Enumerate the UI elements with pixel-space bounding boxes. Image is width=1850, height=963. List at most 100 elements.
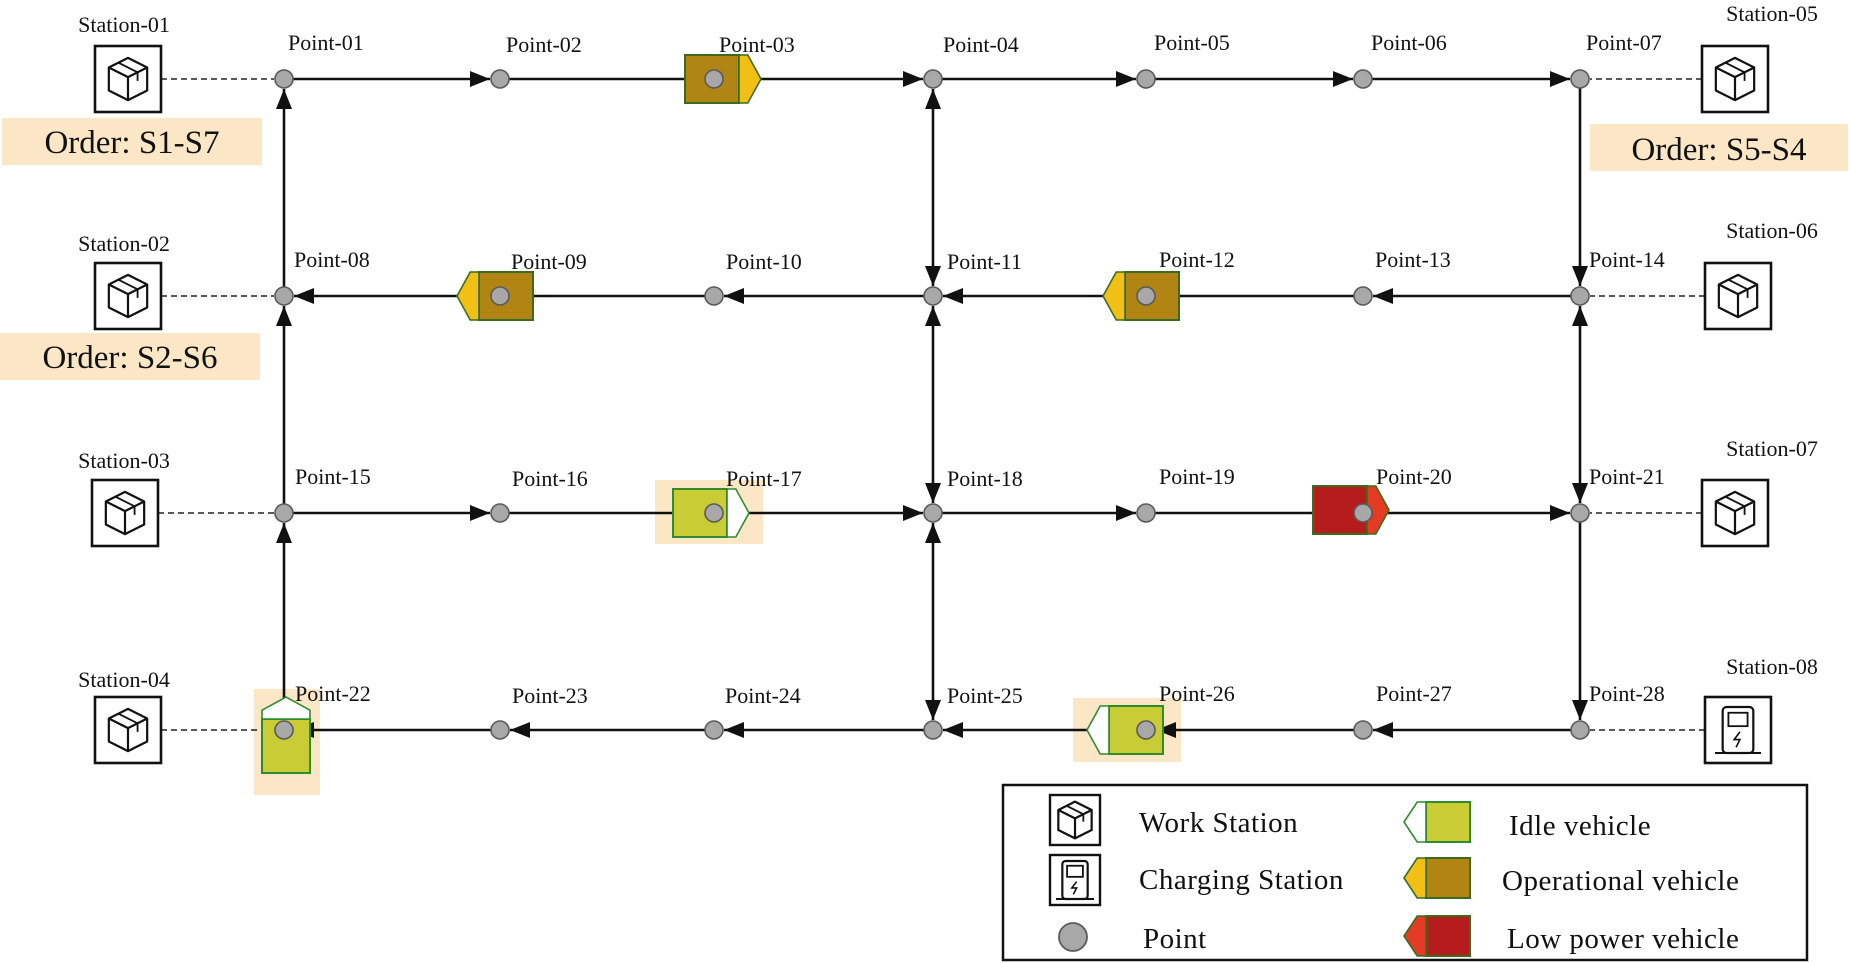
low-power-vehicle	[1403, 915, 1471, 957]
station-label: Station-05	[1726, 1, 1818, 26]
point-node	[490, 503, 510, 523]
legend-point: Point	[1143, 923, 1207, 955]
order-text: Order: S1-S7	[44, 125, 219, 161]
work-station: Station-06	[1703, 218, 1818, 331]
station-connector-layer	[158, 78, 1705, 731]
legend-point-icon	[1058, 922, 1088, 952]
vehicle-layer	[261, 54, 1390, 774]
station-label: Station-02	[78, 231, 170, 256]
work-station: Station-02	[78, 231, 170, 331]
charging-station: Station-08	[1703, 654, 1818, 765]
point-label: Point-06	[1371, 30, 1447, 55]
station-label: Station-08	[1726, 654, 1818, 679]
point-label: Point-05	[1154, 30, 1230, 55]
station-layer: Station-01Station-02Station-03Station-04…	[78, 1, 1818, 765]
low-power-vehicle	[1312, 485, 1390, 535]
point-node	[704, 69, 724, 89]
legend-work-station-icon	[1048, 793, 1102, 847]
idle-vehicle	[1403, 801, 1471, 843]
point-label: Point-23	[512, 683, 588, 708]
point-label: Point-13	[1375, 247, 1451, 272]
point-label: Point-26	[1159, 681, 1235, 706]
work-station: Station-01	[78, 12, 170, 114]
point-node	[1136, 503, 1156, 523]
point-node	[274, 720, 294, 740]
legend-work-station: Work Station	[1139, 807, 1298, 839]
legend-icons	[1048, 793, 1471, 957]
point-label: Point-19	[1159, 464, 1235, 489]
station-label: Station-01	[78, 12, 170, 37]
charging-station-icon	[1715, 705, 1761, 755]
point-node	[923, 286, 943, 306]
station-label: Station-06	[1726, 218, 1818, 243]
work-station: Station-07	[1700, 436, 1818, 548]
order-tag: Order: S2-S6	[0, 333, 260, 380]
point-node	[1353, 720, 1373, 740]
point-label: Point-28	[1589, 681, 1665, 706]
point-node	[1353, 503, 1373, 523]
point-node	[490, 720, 510, 740]
box-icon	[1717, 273, 1759, 319]
point-label: Point-07	[1586, 30, 1662, 55]
point-node	[1136, 286, 1156, 306]
legend-low-power-vehicle: Low power vehicle	[1507, 923, 1739, 955]
point-label: Point-17	[726, 466, 802, 491]
order-text: Order: S5-S4	[1631, 132, 1806, 168]
legend: Work Station Charging Station Point Idle…	[1001, 783, 1809, 962]
box-icon	[107, 273, 149, 319]
point-label: Point-16	[512, 466, 588, 491]
point-label: Point-25	[947, 683, 1023, 708]
point-label: Point-08	[294, 247, 370, 272]
point-node	[923, 720, 943, 740]
point-layer: Point-01 Point-02 Point-03 Point-04 Point-05…	[274, 30, 1665, 740]
point-node	[490, 286, 510, 306]
point-node	[1570, 503, 1590, 523]
box-icon	[1714, 56, 1756, 102]
point-node	[274, 286, 294, 306]
order-tag: Order: S1-S7	[2, 118, 262, 165]
point-node	[704, 286, 724, 306]
operational-vehicle	[1403, 857, 1471, 899]
point-node	[1570, 69, 1590, 89]
order-tag: Order: S5-S4	[1590, 124, 1848, 171]
order-text: Order: S2-S6	[42, 340, 217, 376]
station-label: Station-07	[1726, 436, 1818, 461]
point-label: Point-18	[947, 466, 1023, 491]
work-station: Station-03	[78, 448, 170, 548]
work-station: Station-05	[1700, 1, 1818, 114]
point-label: Point-27	[1376, 681, 1452, 706]
point-label: Point-10	[726, 249, 802, 274]
point-label: Point-15	[295, 464, 371, 489]
point-label: Point-01	[288, 30, 364, 55]
work-station: Station-04	[78, 667, 170, 765]
point-label: Point-03	[719, 32, 795, 57]
legend-idle-vehicle: Idle vehicle	[1509, 810, 1651, 842]
point-node	[274, 503, 294, 523]
box-icon	[107, 707, 149, 753]
point-label: Point-14	[1589, 247, 1665, 272]
idle-vehicle	[1086, 705, 1164, 755]
point-label: Point-12	[1159, 247, 1235, 272]
box-icon	[104, 490, 146, 536]
point-node	[1136, 720, 1156, 740]
station-label: Station-04	[78, 667, 170, 692]
point-label: Point-24	[725, 683, 801, 708]
point-node	[1570, 286, 1590, 306]
point-node	[1570, 720, 1590, 740]
point-label: Point-22	[295, 681, 371, 706]
legend-operational-vehicle: Operational vehicle	[1502, 865, 1739, 897]
box-icon	[1714, 490, 1756, 536]
point-node	[1353, 286, 1373, 306]
legend-charging-station-icon	[1048, 853, 1102, 907]
point-node	[490, 69, 510, 89]
point-label: Point-02	[506, 32, 582, 57]
box-icon	[107, 56, 149, 102]
point-label: Point-21	[1589, 464, 1665, 489]
legend-frame	[1001, 783, 1809, 962]
point-node	[704, 720, 724, 740]
point-node	[1136, 69, 1156, 89]
edge-layer	[276, 71, 1588, 738]
point-label: Point-04	[943, 32, 1019, 57]
